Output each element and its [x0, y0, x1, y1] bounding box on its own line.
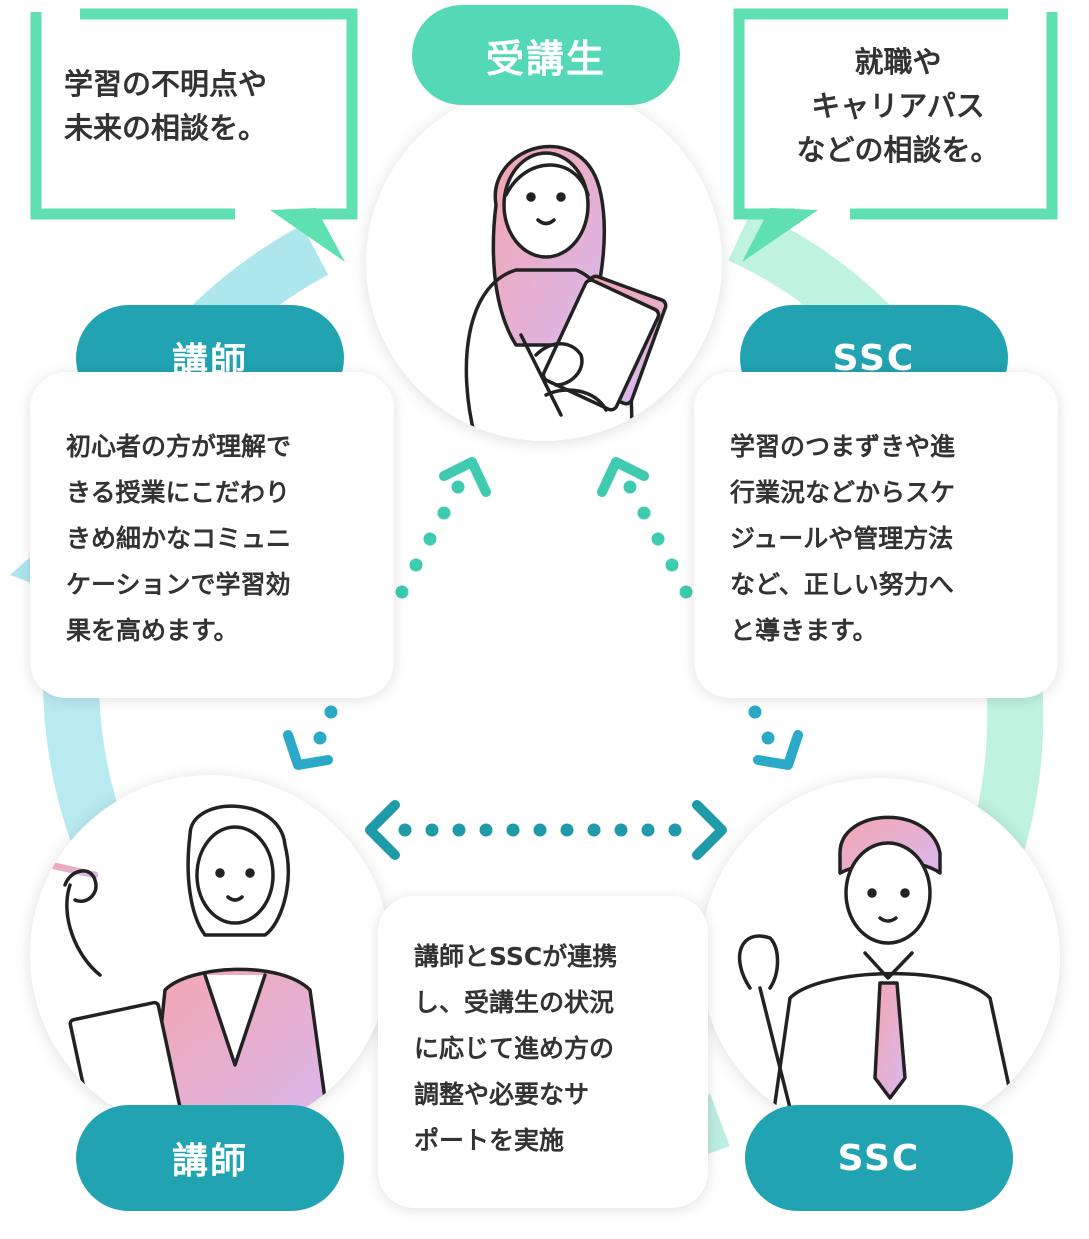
ssc-description-card: 学習のつまずきや進 行業況などからスケ ジュールや管理方法 など、正しい努力へ … — [694, 372, 1058, 698]
role-label-ssc-bottom: SSC — [745, 1105, 1013, 1211]
speech-text-left: 学習の不明点や 未来の相談を。 — [64, 67, 268, 145]
arrow-instructor-ssc — [365, 800, 727, 860]
student-illustration — [366, 85, 722, 441]
arrow-instructor-to-student — [395, 457, 491, 599]
speech-text-right: 就職や キャリアパス などの相談を。 — [796, 45, 1000, 167]
man-in-suit-icon — [738, 815, 1022, 1138]
instructor-description-card: 初心者の方が理解で きる授業にこだわり きめ細かなコミュニ ケーションで学習効 … — [30, 372, 394, 698]
speech-box-right-frame — [733, 8, 1058, 262]
role-label-student: 受講生 — [412, 5, 680, 105]
arrow-ssc-to-student — [597, 457, 693, 599]
woman-with-books-icon — [464, 144, 668, 441]
arrow-card-to-ssc — [748, 705, 803, 770]
arrow-card-to-instructor — [283, 705, 338, 770]
ssc-illustration — [700, 778, 1060, 1138]
instructor-illustration — [30, 775, 390, 1135]
woman-with-pen-icon — [46, 804, 332, 1135]
role-label-instructor-bottom: 講師 — [76, 1105, 344, 1211]
collaboration-card: 講師とSSCが連携 し、受講生の状況 に応じて進め方の 調整や必要なサ ポートを… — [378, 896, 708, 1208]
speech-box-left-frame — [30, 8, 358, 262]
